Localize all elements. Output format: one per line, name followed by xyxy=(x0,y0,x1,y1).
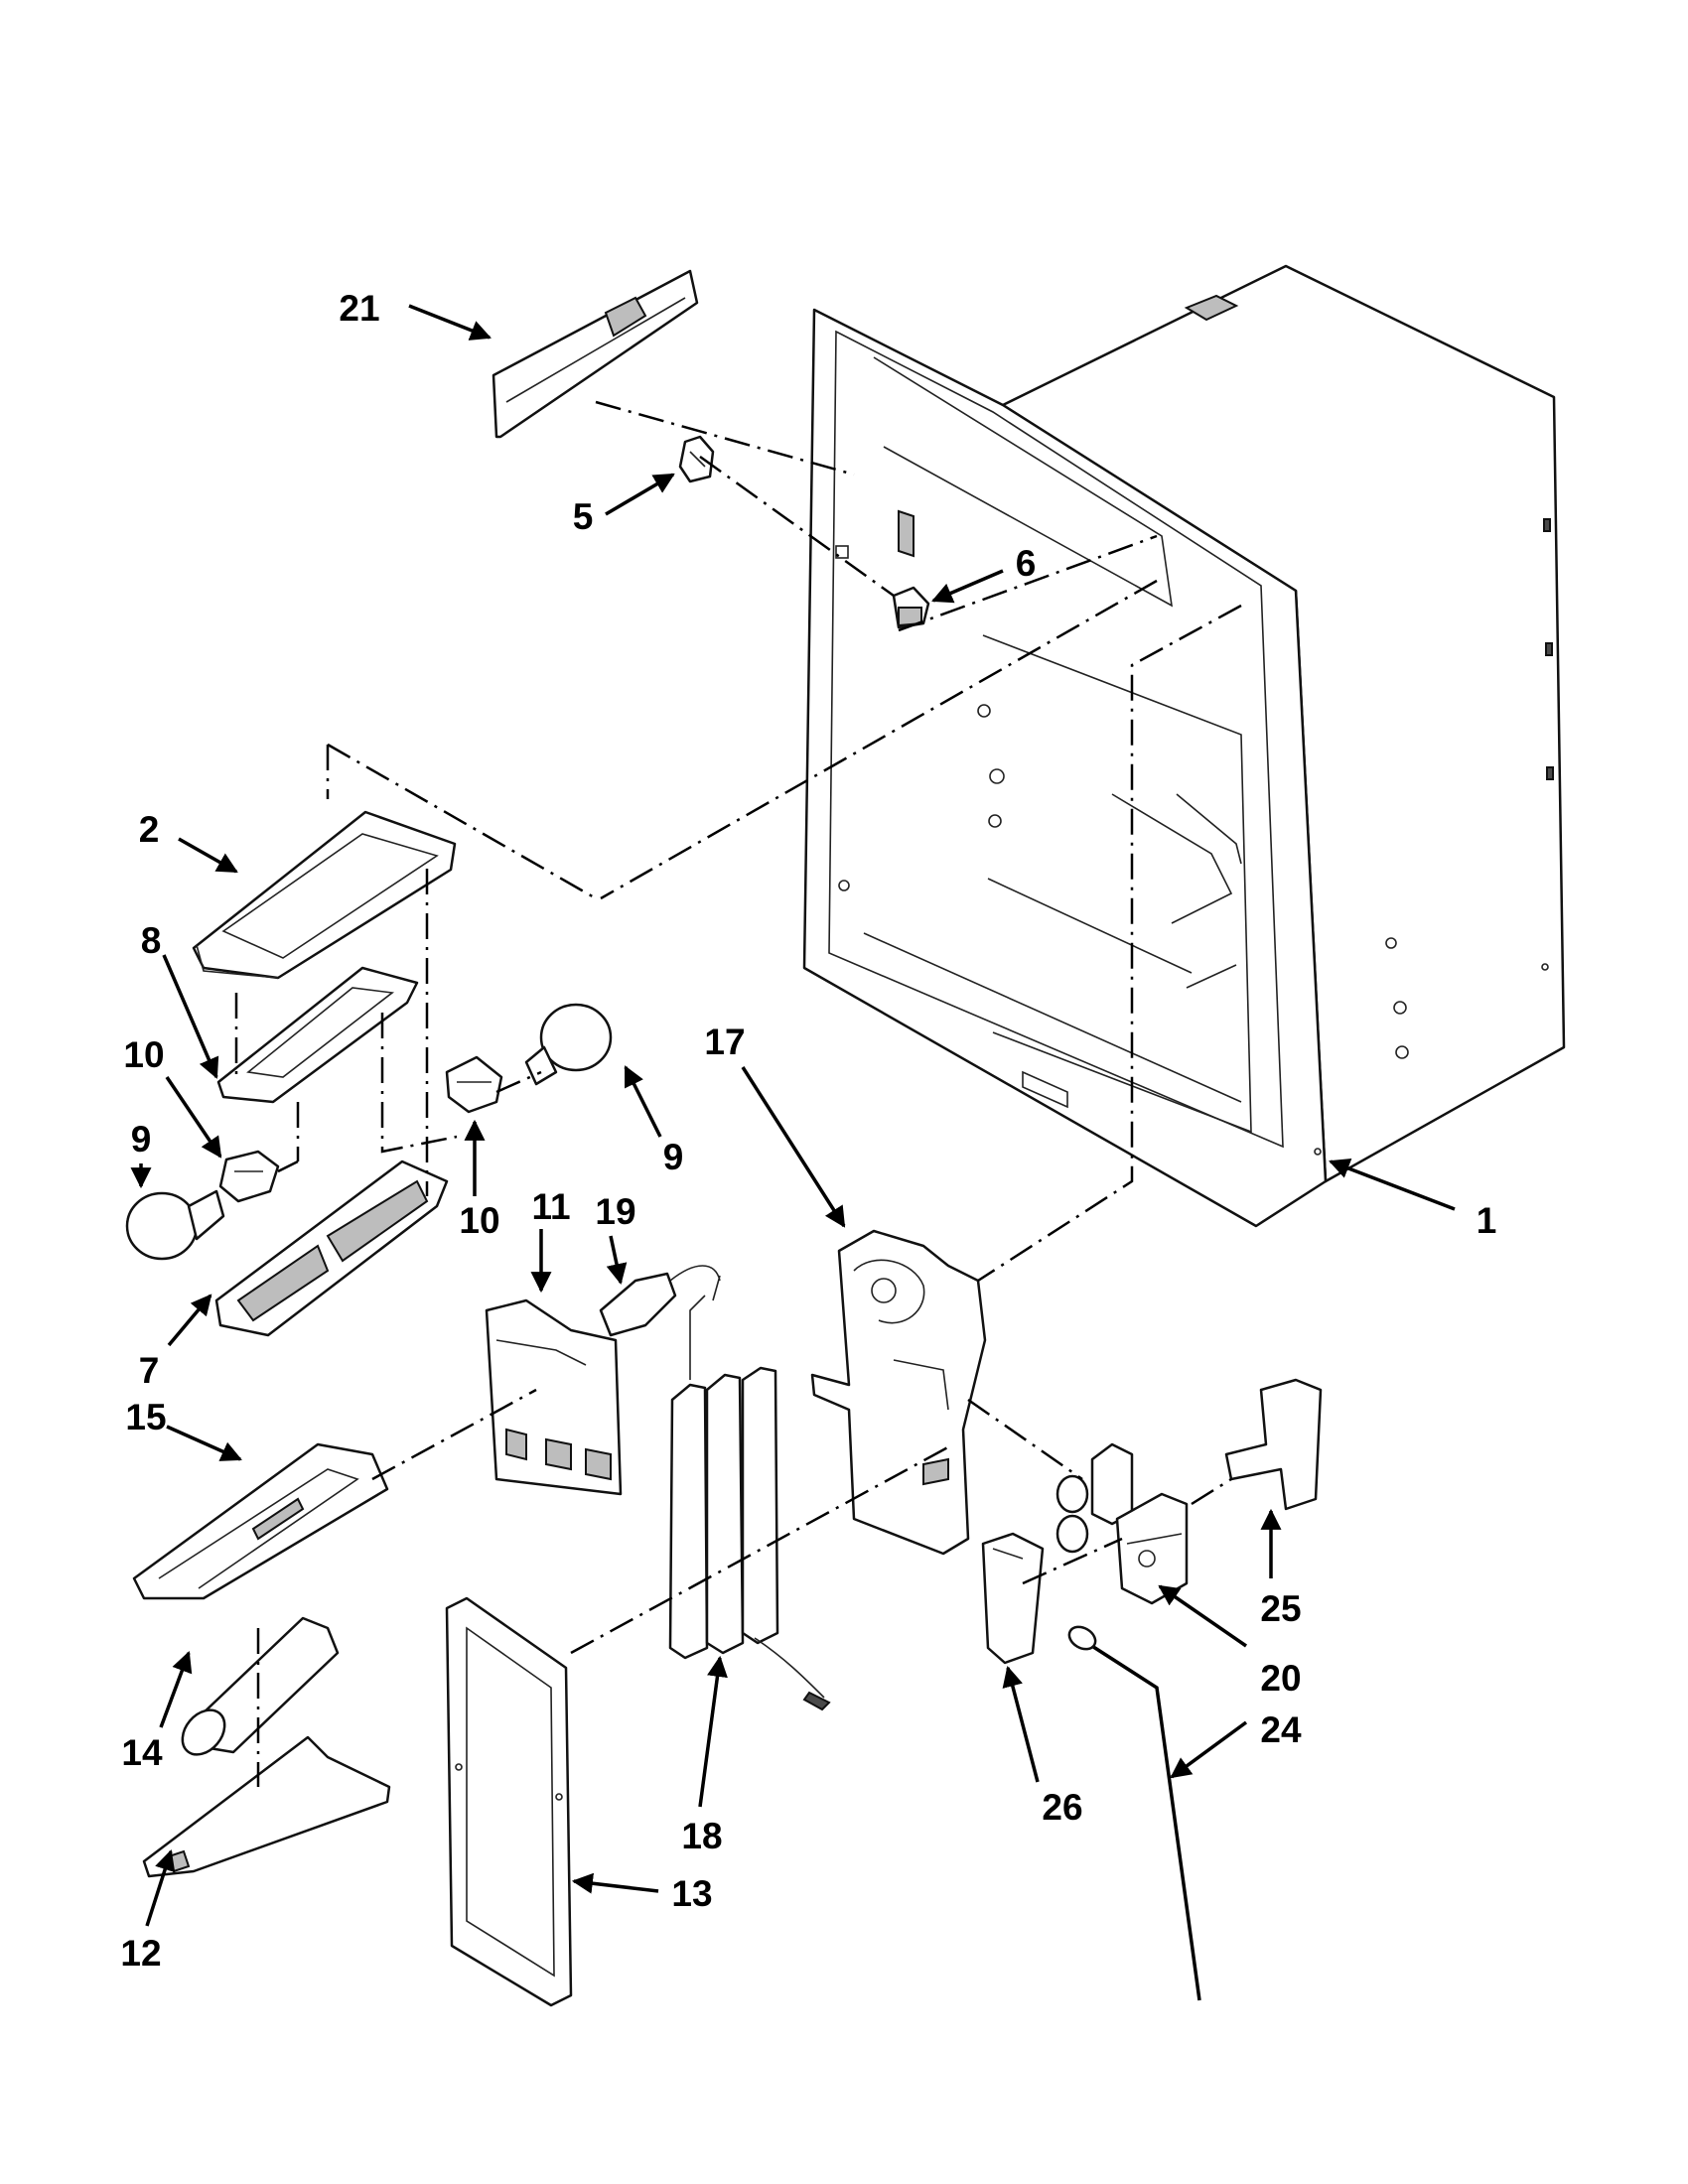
part-15-housing xyxy=(132,1442,389,1600)
callout-9-right: 9 xyxy=(663,1137,684,1177)
part-6-switch xyxy=(892,586,930,629)
callout-labels: 21 5 6 2 8 10 9 9 10 17 1 11 19 7 15 25 … xyxy=(120,288,1496,1974)
part-9-bulb-left xyxy=(125,1189,225,1261)
part-5-knob xyxy=(678,435,715,483)
callout-13: 13 xyxy=(671,1873,712,1914)
callout-7: 7 xyxy=(139,1350,160,1391)
part-24-tube xyxy=(1067,1625,1201,2001)
callout-25: 25 xyxy=(1260,1588,1301,1629)
callout-5: 5 xyxy=(573,496,594,537)
part-2-housing xyxy=(192,810,457,980)
part-8-lens xyxy=(216,966,419,1104)
part-26-clip xyxy=(981,1532,1045,1665)
part-21-cover xyxy=(492,269,699,439)
part-19-thermostat xyxy=(599,1265,721,1337)
part-10-socket-right xyxy=(445,1055,503,1114)
callout-10-left: 10 xyxy=(123,1034,164,1075)
part-13-panel xyxy=(445,1596,573,2007)
callout-1: 1 xyxy=(1477,1200,1497,1241)
part-20-valve xyxy=(1055,1442,1189,1605)
part-25-bracket xyxy=(1224,1378,1323,1511)
part-10-socket-left xyxy=(218,1150,280,1203)
callout-15: 15 xyxy=(125,1397,166,1437)
callout-12: 12 xyxy=(120,1933,161,1974)
part-11-chute xyxy=(485,1298,623,1496)
callout-2: 2 xyxy=(139,809,160,850)
callout-17: 17 xyxy=(704,1022,745,1062)
callout-19: 19 xyxy=(595,1191,635,1232)
part-12-cap xyxy=(142,1735,391,1878)
callout-24: 24 xyxy=(1260,1709,1302,1750)
callout-20: 20 xyxy=(1260,1658,1301,1699)
callout-21: 21 xyxy=(339,288,379,329)
part-18-heater xyxy=(668,1295,831,1711)
assembly-lines xyxy=(234,400,1242,1787)
part-7-grille xyxy=(214,1160,449,1337)
callout-9-left: 9 xyxy=(131,1119,152,1160)
callout-18: 18 xyxy=(681,1816,722,1856)
part-14-filter xyxy=(181,1616,340,1756)
leader-arrows xyxy=(130,304,1456,1927)
callout-8: 8 xyxy=(141,920,162,961)
part-1-liner xyxy=(802,264,1566,1228)
part-9-bulb-right xyxy=(524,1003,613,1086)
callout-10-right: 10 xyxy=(459,1200,499,1241)
callout-26: 26 xyxy=(1042,1787,1082,1828)
part-17-bracket xyxy=(810,1229,987,1556)
callout-14: 14 xyxy=(121,1732,163,1773)
callout-11: 11 xyxy=(531,1186,570,1227)
callout-6: 6 xyxy=(1016,543,1037,584)
